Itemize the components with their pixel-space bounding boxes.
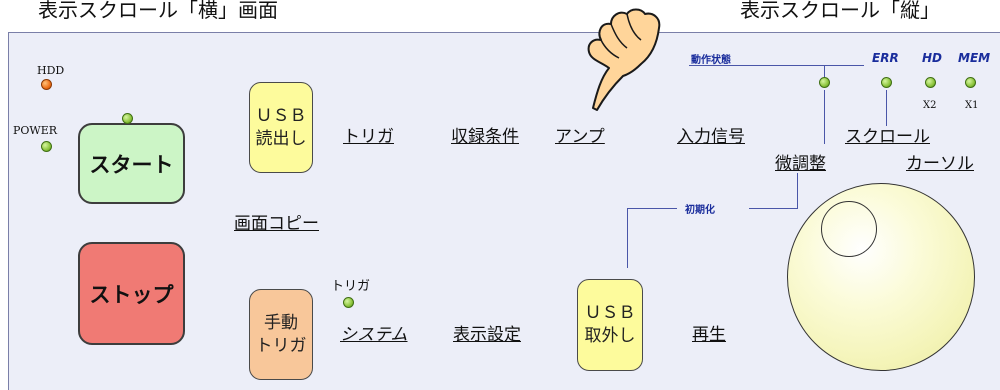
cursor-link[interactable]: カーソル <box>906 154 974 174</box>
scroll-link[interactable]: スクロール <box>845 127 930 147</box>
operation-status-label: 動作状態 <box>691 55 731 66</box>
system-link[interactable]: システム <box>340 325 408 345</box>
power-led-icon <box>41 141 52 152</box>
manual-trigger-label: 手動 トリガ <box>255 312 307 356</box>
status-led-icon <box>819 77 830 88</box>
trigger-led-icon <box>343 297 354 308</box>
start-led-icon <box>122 113 133 124</box>
status-line-drop <box>824 65 825 81</box>
power-label: POWER <box>13 124 58 137</box>
initialize-label: 初期化 <box>685 205 715 216</box>
init-line-up <box>797 173 798 209</box>
x2-label: X2 <box>923 100 937 111</box>
scroll-connector <box>886 90 887 126</box>
hdd-label: HDD <box>37 64 65 77</box>
caption-horizontal-scroll: 表示スクロール「横」画面 <box>38 0 278 22</box>
pointing-hand-icon <box>587 8 661 111</box>
jog-dial-grip[interactable] <box>821 201 877 257</box>
manual-trigger-button[interactable]: 手動 トリガ <box>249 289 313 380</box>
fine-adjust-link[interactable]: 微調整 <box>775 154 826 174</box>
init-line-left <box>627 208 677 209</box>
start-button[interactable]: スタート <box>78 123 185 204</box>
trigger-link[interactable]: トリガ <box>343 127 394 147</box>
mem-label: MEM <box>958 51 991 65</box>
stop-button[interactable]: ストップ <box>78 242 185 345</box>
jog-dial-knob[interactable] <box>787 183 975 371</box>
caption-vertical-scroll: 表示スクロール「縦」 <box>740 0 940 22</box>
start-button-label: スタート <box>89 152 174 177</box>
usb-remove-button[interactable]: ＵＳＢ 取外し <box>577 279 643 371</box>
err-label: ERR <box>872 51 899 65</box>
init-line-down <box>627 208 628 268</box>
control-panel: HDD POWER スタート ストップ ＵＳＢ 読出し トリガ 収録条件 アンプ… <box>8 32 1000 390</box>
display-settings-link[interactable]: 表示設定 <box>453 325 521 345</box>
fine-adjust-connector <box>824 90 825 144</box>
usb-read-button[interactable]: ＵＳＢ 読出し <box>249 82 313 173</box>
usb-read-label: ＵＳＢ 読出し <box>255 105 307 149</box>
screen-copy-link[interactable]: 画面コピー <box>234 214 319 234</box>
playback-link[interactable]: 再生 <box>692 325 726 345</box>
hdd-led-icon <box>41 79 52 90</box>
mem-led-icon <box>965 77 976 88</box>
init-line-right <box>749 208 797 209</box>
trigger-indicator-label: トリガ <box>331 279 371 294</box>
input-signal-link[interactable]: 入力信号 <box>677 127 745 147</box>
x1-label: X1 <box>965 100 979 111</box>
err-led-icon <box>881 77 892 88</box>
status-line <box>689 65 864 66</box>
usb-remove-label: ＵＳＢ 取外し <box>584 303 636 346</box>
hd-label: HD <box>922 51 943 65</box>
hd-led-icon <box>925 77 936 88</box>
amp-link[interactable]: アンプ <box>555 127 605 147</box>
record-condition-link[interactable]: 収録条件 <box>451 127 519 147</box>
stop-button-label: ストップ <box>89 282 174 307</box>
